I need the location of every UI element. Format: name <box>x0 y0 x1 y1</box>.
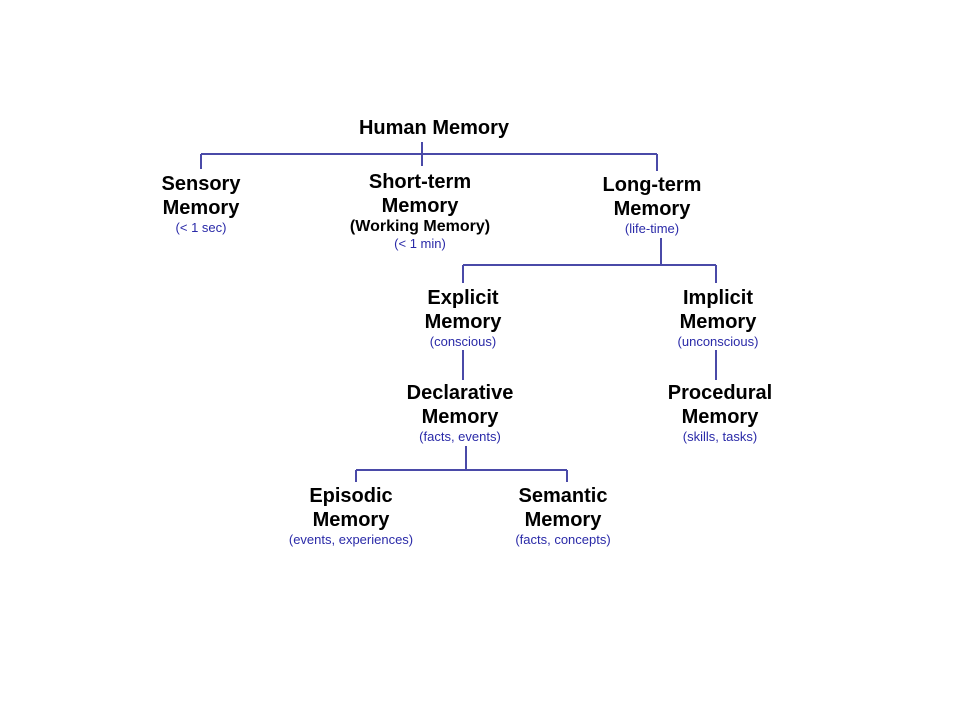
node-title: Human Memory <box>358 117 510 139</box>
node-subtitle: (Working Memory) <box>349 218 491 235</box>
node-title-line-1: Sensory <box>161 173 241 195</box>
node-note: (unconscious) <box>677 334 759 349</box>
node-title-line-2: Memory <box>681 406 759 428</box>
node-episodic-memory: Episodic Memory (events, experiences) <box>289 484 413 548</box>
node-title-line-2: Memory <box>421 406 499 428</box>
node-human-memory: Human Memory <box>359 116 509 140</box>
node-title-line-1: Explicit <box>427 287 499 309</box>
node-title-line-2: Memory <box>162 197 240 219</box>
node-note: (< 1 sec) <box>175 220 227 235</box>
node-note: (events, experiences) <box>288 532 414 547</box>
node-title-line-2: Memory <box>312 509 390 531</box>
node-title-line-1: Declarative <box>406 382 514 404</box>
node-title-line-1: Episodic <box>309 485 393 507</box>
node-note: (conscious) <box>429 334 497 349</box>
node-title-line-2: Memory <box>524 509 602 531</box>
node-title-line-2: Memory <box>381 195 459 217</box>
node-note: (life-time) <box>624 221 680 236</box>
node-procedural-memory: Procedural Memory (skills, tasks) <box>668 381 772 445</box>
node-title-line-2: Memory <box>613 198 691 220</box>
node-note: (< 1 min) <box>394 236 446 251</box>
node-semantic-memory: Semantic Memory (facts, concepts) <box>515 484 610 548</box>
node-note: (facts, concepts) <box>515 532 611 547</box>
node-title-line-1: Long-term <box>602 174 702 196</box>
node-declarative-memory: Declarative Memory (facts, events) <box>407 381 514 445</box>
node-long-term-memory: Long-term Memory (life-time) <box>603 173 702 237</box>
node-title-line-1: Short-term <box>368 171 472 193</box>
node-title-line-1: Semantic <box>518 485 608 507</box>
node-note: (facts, events) <box>419 429 501 444</box>
node-explicit-memory: Explicit Memory (conscious) <box>425 286 502 350</box>
node-implicit-memory: Implicit Memory (unconscious) <box>678 286 759 350</box>
node-title-line-2: Memory <box>424 311 502 333</box>
node-title-line-1: Implicit <box>682 287 753 309</box>
node-short-term-memory: Short-term Memory (Working Memory) (< 1 … <box>350 170 490 252</box>
node-note: (skills, tasks) <box>682 429 758 444</box>
node-sensory-memory: Sensory Memory (< 1 sec) <box>162 172 241 236</box>
node-title-line-2: Memory <box>679 311 757 333</box>
node-title-line-1: Procedural <box>667 382 773 404</box>
